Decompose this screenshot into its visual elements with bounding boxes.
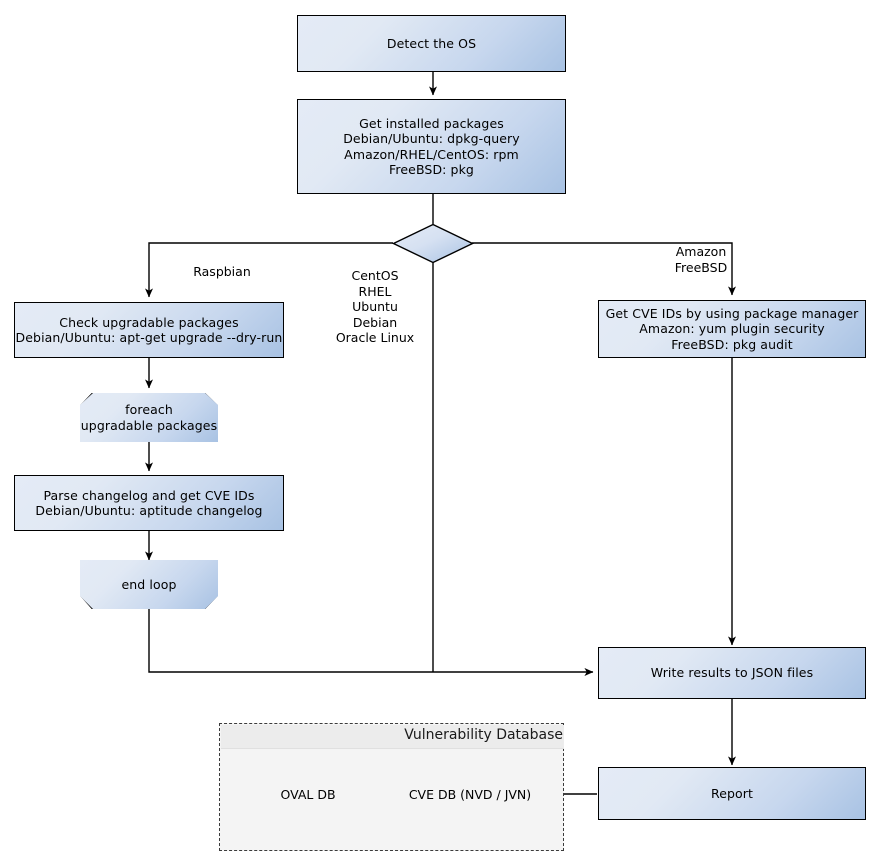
- node-check-upgradable-packages[interactable]: Check upgradable packages Debian/Ubuntu:…: [14, 302, 284, 358]
- node-end-loop[interactable]: end loop: [80, 560, 218, 609]
- edge-decision-to-cve: [472, 242, 736, 296]
- edge-label-center-os-list: CentOS RHEL Ubuntu Debian Oracle Linux: [335, 268, 415, 346]
- edge-endloop-to-write: [148, 609, 594, 676]
- node-foreach-upgradable-packages[interactable]: foreach upgradable packages: [80, 393, 218, 442]
- edge-label-amazon-freebsd: Amazon FreeBSD: [674, 244, 728, 275]
- db-label-oval: OVAL DB: [280, 787, 336, 802]
- node-detect-the-os[interactable]: Detect the OS: [297, 15, 566, 72]
- db-label-cve: CVE DB (NVD / JVN): [408, 787, 532, 802]
- node-report[interactable]: Report: [598, 767, 866, 820]
- node-get-installed-packages[interactable]: Get installed packages Debian/Ubuntu: dp…: [297, 99, 566, 194]
- edge-decision-to-check: [145, 242, 393, 298]
- decision-diamond-shape: [391, 223, 475, 264]
- edge-label-raspbian: Raspbian: [193, 264, 251, 279]
- vulnerability-database-title: Vulnerability Database: [221, 725, 564, 749]
- node-parse-changelog[interactable]: Parse changelog and get CVE IDs Debian/U…: [14, 475, 284, 531]
- node-get-cve-ids[interactable]: Get CVE IDs by using package manager Ama…: [598, 300, 866, 358]
- node-write-results-to-json[interactable]: Write results to JSON files: [598, 647, 866, 699]
